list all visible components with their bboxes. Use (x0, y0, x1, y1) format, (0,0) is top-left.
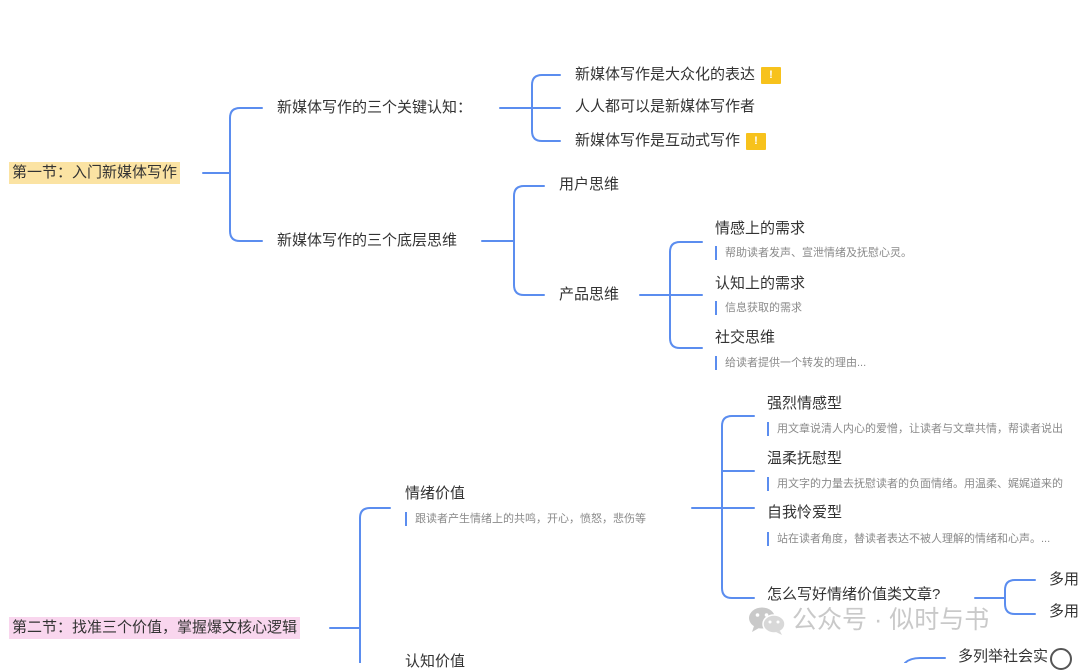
branch-key-cognition[interactable]: 新媒体写作的三个关键认知： (277, 99, 473, 116)
flag-icon[interactable]: ! (746, 132, 767, 150)
node-cognitive-need[interactable]: 认知上的需求 (715, 275, 806, 292)
note-emotional-need: 帮助读者发声、宣泄情绪及抚慰心灵。 (715, 246, 912, 260)
node-cognition-child[interactable]: 多列举社会实 (958, 648, 1049, 665)
node-emotional-need[interactable]: 情感上的需求 (715, 220, 806, 237)
watermark: 公众号 · 似时与书 (748, 600, 989, 640)
node-product-thinking[interactable]: 产品思维 (559, 286, 620, 303)
item-interactive-writing[interactable]: 新媒体写作是互动式写作! (575, 131, 767, 151)
note-social-thinking: 给读者提供一个转发的理由... (715, 356, 866, 370)
node-how-to-write[interactable]: 怎么写好情绪价值类文章? (767, 586, 941, 603)
item-label: 新媒体写作是大众化的表达 (575, 66, 756, 83)
watermark-text: 公众号 · 似时与书 (792, 606, 990, 634)
flag-icon[interactable]: ! (761, 66, 782, 84)
connector-branch-b (481, 185, 545, 296)
section1-root-node[interactable]: 第一节：入门新媒体写作 (9, 162, 181, 184)
connector-emotion (691, 415, 755, 599)
item-everyone-writer[interactable]: 人人都可以是新媒体写作者 (575, 98, 756, 115)
section2-root-node[interactable]: 第二节：找准三个价值，掌握爆文核心逻辑 (9, 617, 301, 639)
connector-how (974, 579, 1036, 615)
node-how-child-1[interactable]: 多用 (1049, 571, 1080, 588)
connector-root1 (202, 107, 263, 242)
node-how-child-2[interactable]: 多用 (1049, 603, 1080, 620)
wechat-icon (749, 607, 786, 636)
node-cognitive-value[interactable]: 认知价值 (405, 653, 466, 670)
node-social-thinking[interactable]: 社交思维 (715, 329, 776, 346)
node-gentle-comfort[interactable]: 温柔抚慰型 (767, 450, 843, 467)
branch-underlying-thinking[interactable]: 新媒体写作的三个底层思维 (277, 232, 458, 249)
node-self-compassion[interactable]: 自我怜爱型 (767, 504, 843, 521)
item-label: 新媒体写作是互动式写作 (575, 132, 741, 149)
connector-product (639, 241, 703, 349)
node-emotional-value[interactable]: 情绪价值 (405, 485, 466, 502)
note-cognitive-need: 信息获取的需求 (715, 301, 802, 315)
note-emotional-value: 跟读者产生情绪上的共鸣，开心，愤怒，悲伤等 (405, 512, 646, 526)
note-self-compassion: 站在读者角度，替读者表达不被人理解的情绪和心声。... (767, 532, 1050, 546)
item-mass-expression[interactable]: 新媒体写作是大众化的表达! (575, 65, 782, 85)
connector-cognition (904, 657, 946, 663)
zoom-icon[interactable] (1050, 648, 1072, 670)
note-strong-emotion: 用文章说清人内心的爱憎，让读者与文章共情，帮读者说出 (767, 422, 1063, 436)
note-gentle-comfort: 用文字的力量去抚慰读者的负面情绪。用温柔、娓娓道来的 (767, 477, 1063, 491)
node-strong-emotion[interactable]: 强烈情感型 (767, 395, 843, 412)
connector-root2 (329, 507, 391, 663)
node-user-thinking[interactable]: 用户思维 (559, 176, 620, 193)
connector-branch-a (499, 74, 561, 142)
